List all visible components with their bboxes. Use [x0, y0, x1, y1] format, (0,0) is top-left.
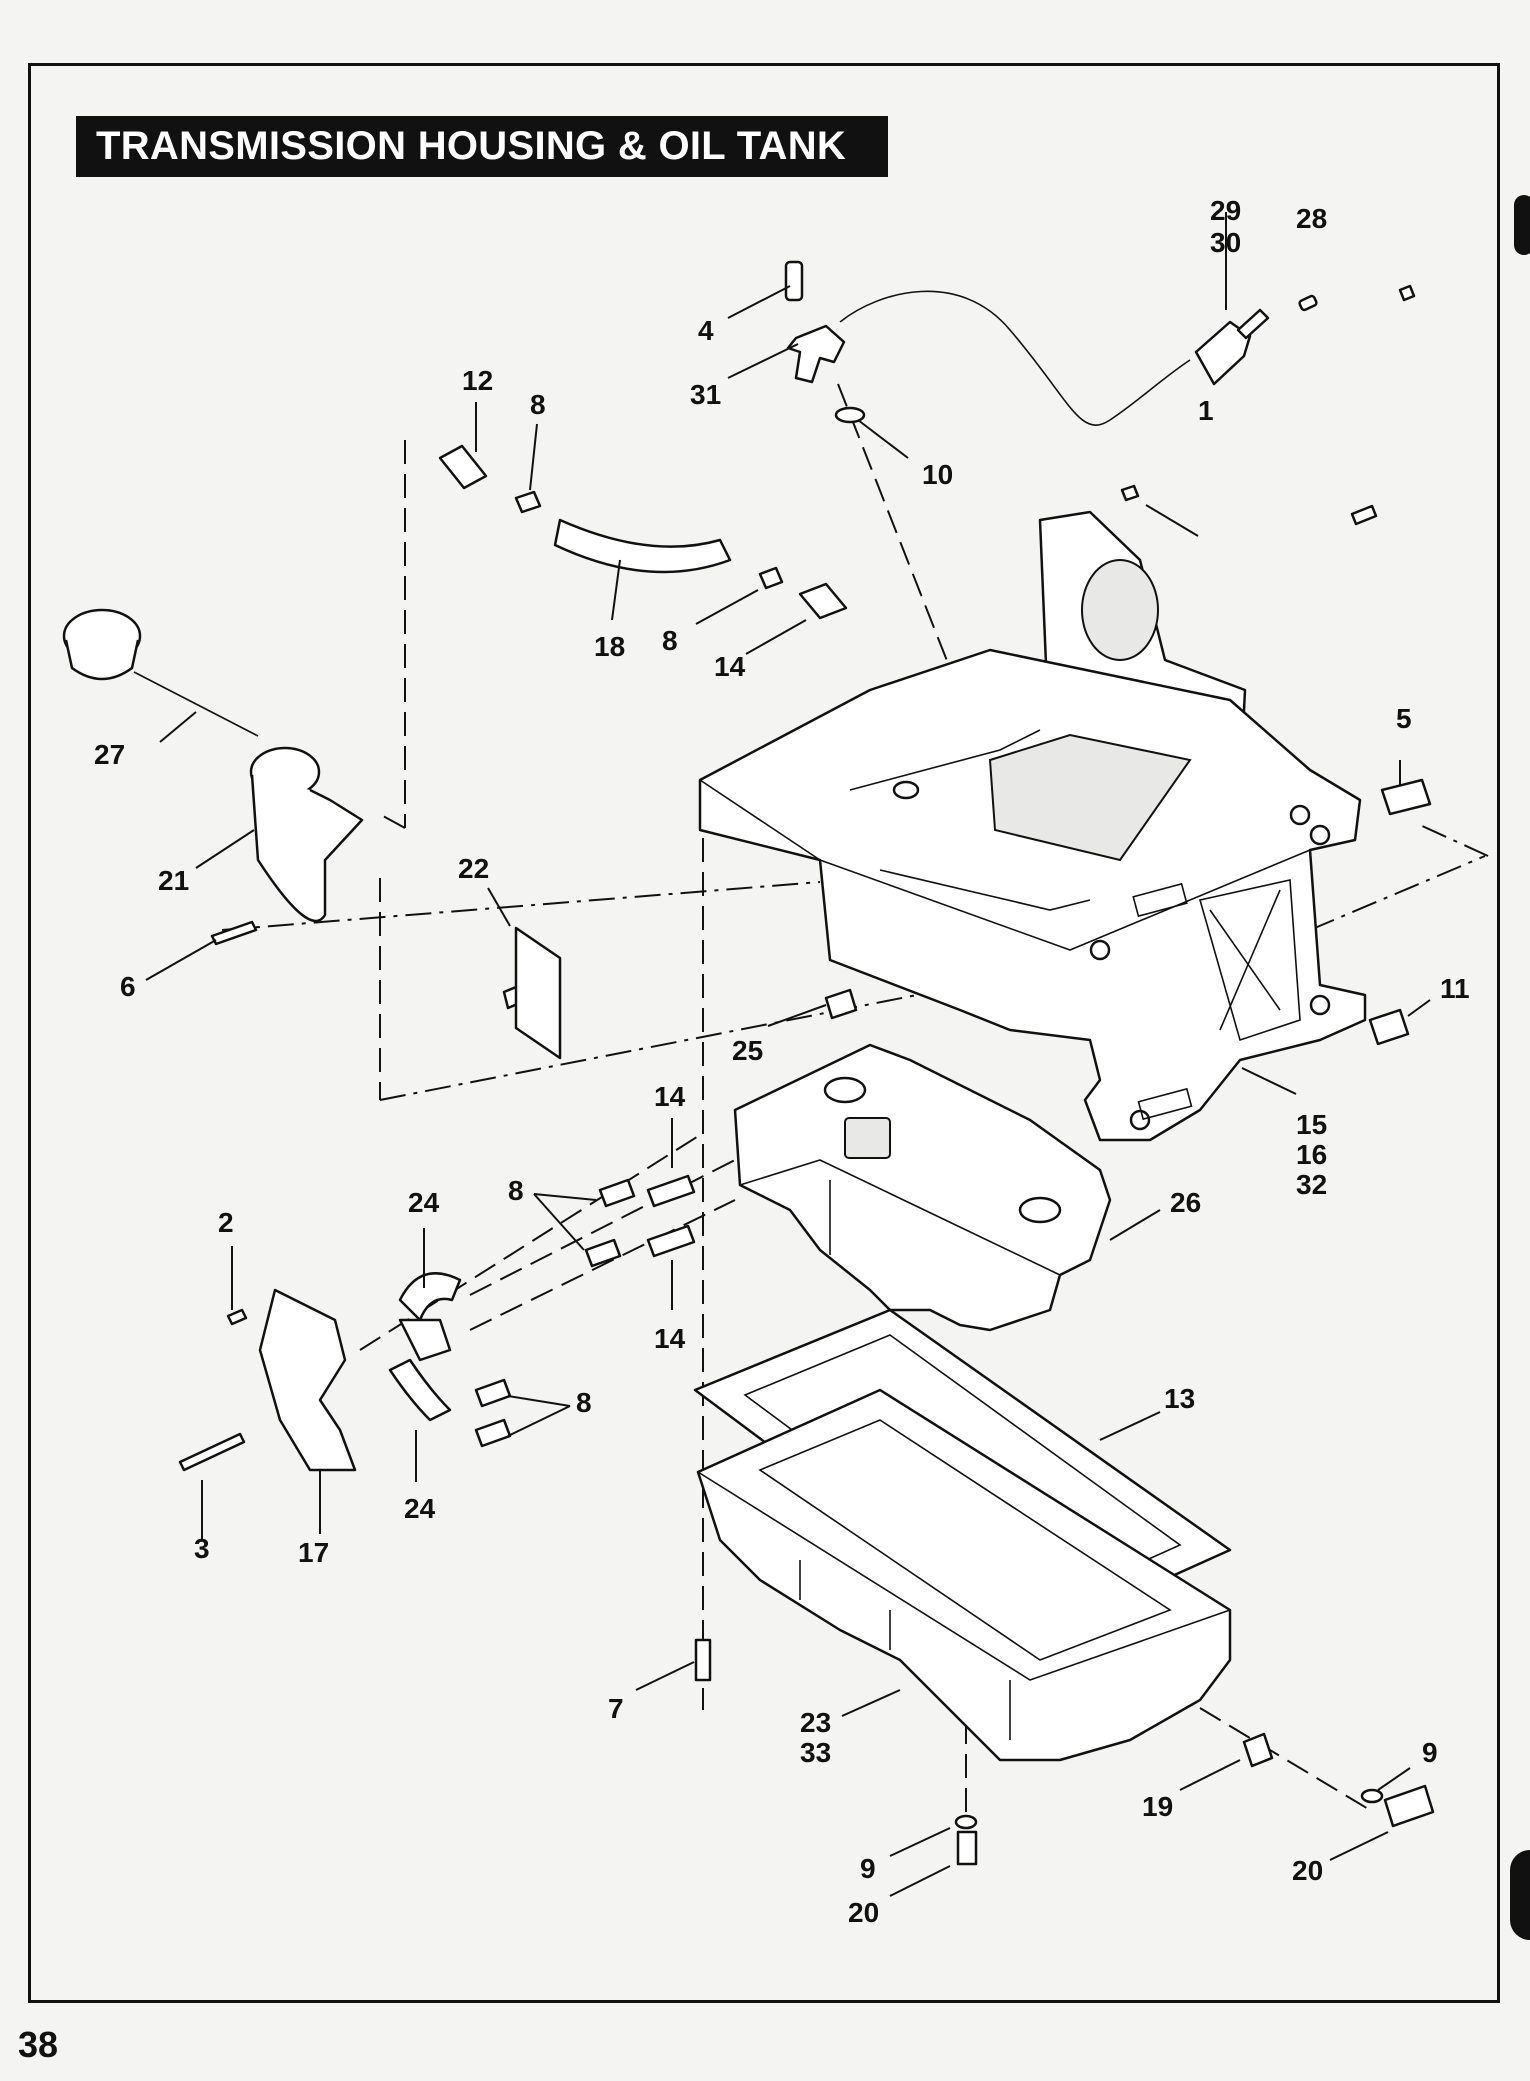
page-number: 38 — [18, 2024, 59, 2065]
diagram-frame — [28, 63, 1500, 2003]
callout-20-bottom: 20 — [848, 1897, 879, 1928]
section-tab-mark-top — [1514, 195, 1530, 255]
callout-5: 5 — [1396, 703, 1412, 734]
callout-22: 22 — [458, 853, 489, 884]
transmission-housing — [698, 510, 1367, 1142]
callout-23: 23 — [800, 1707, 831, 1738]
callout-9-bottom: 9 — [860, 1853, 876, 1884]
callout-16: 16 — [1296, 1139, 1327, 1170]
callout-1: 1 — [1198, 395, 1214, 426]
bracket-and-screws — [178, 284, 1435, 1866]
callout-4: 4 — [698, 315, 714, 346]
callout-7: 7 — [608, 1693, 624, 1724]
callout-8-lower-right: 8 — [576, 1387, 592, 1418]
callout-31: 31 — [690, 379, 721, 410]
callout-24-lower: 24 — [404, 1493, 436, 1524]
callout-28: 28 — [1296, 203, 1327, 234]
callout-26: 26 — [1170, 1187, 1201, 1218]
callout-27: 27 — [94, 739, 125, 770]
section-tab-mark — [1510, 1850, 1530, 1940]
callout-14-mid: 14 — [654, 1081, 686, 1112]
callout-6: 6 — [120, 971, 136, 1002]
fittings-hoses-clamps — [388, 444, 848, 1448]
callout-17: 17 — [298, 1537, 329, 1568]
callout-29: 29 — [1210, 195, 1241, 226]
callout-12: 12 — [462, 365, 493, 396]
callout-20-right: 20 — [1292, 1855, 1323, 1886]
callout-25: 25 — [732, 1035, 763, 1066]
callout-labels: 1 2 3 4 5 6 7 8 8 8 8 9 9 10 11 12 13 14… — [94, 195, 1470, 1928]
page-title: TRANSMISSION HOUSING & OIL TANK — [76, 116, 888, 177]
leader-lines — [145, 212, 1431, 1897]
callout-19: 19 — [1142, 1791, 1173, 1822]
callout-14-upper: 14 — [714, 651, 746, 682]
callout-8-mid: 8 — [662, 625, 678, 656]
vehicle-speed-sensor — [784, 260, 1318, 426]
callout-14-lower: 14 — [654, 1323, 686, 1354]
callout-30: 30 — [1210, 227, 1241, 258]
oil-pan-and-gasket — [693, 1308, 1232, 1762]
callout-18: 18 — [594, 631, 625, 662]
callout-32: 32 — [1296, 1169, 1327, 1200]
callout-33: 33 — [800, 1737, 831, 1768]
callout-3: 3 — [194, 1533, 210, 1564]
callout-21: 21 — [158, 865, 189, 896]
dipstick-and-filler — [62, 608, 364, 946]
oil-tank — [733, 1043, 1112, 1332]
callout-8-lower-left: 8 — [508, 1175, 524, 1206]
callout-2: 2 — [218, 1207, 234, 1238]
callout-8-upper: 8 — [530, 389, 546, 420]
callout-24-upper: 24 — [408, 1187, 440, 1218]
callout-11: 11 — [1440, 973, 1470, 1004]
callout-9-right: 9 — [1422, 1737, 1438, 1768]
callout-10: 10 — [922, 459, 953, 490]
callout-13: 13 — [1164, 1383, 1195, 1414]
callout-15: 15 — [1296, 1109, 1327, 1140]
